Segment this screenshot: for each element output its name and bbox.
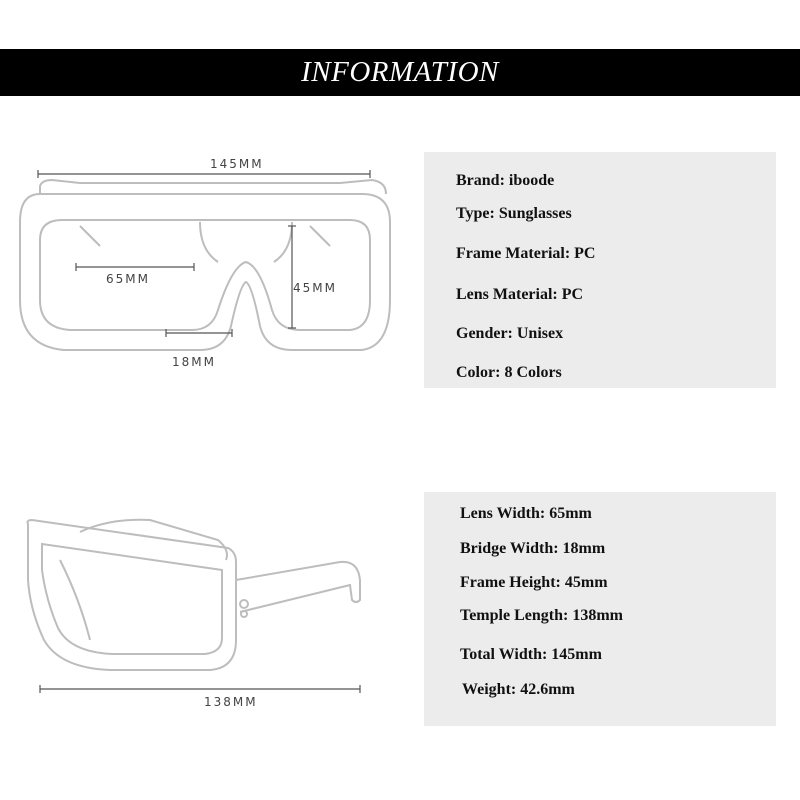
spec-lens-material: Lens Material: PC — [456, 286, 584, 303]
spec-weight: Weight: 42.6mm — [462, 681, 575, 698]
front-view-dimensions — [37, 170, 371, 337]
spec-type: Type: Sunglasses — [456, 205, 572, 222]
lens-width-label: 65MM — [106, 272, 150, 286]
bridge-width-label: 18MM — [172, 355, 216, 369]
spec-brand: Brand: iboode — [456, 172, 555, 189]
total-width-label: 145MM — [210, 157, 264, 171]
spec-frame-material: Frame Material: PC — [456, 245, 596, 262]
spec-gender: Gender: Unisex — [456, 325, 564, 342]
spec-panel-general: Brand: iboode Type: Sunglasses Frame Mat… — [424, 152, 776, 388]
spec-temple-length: Temple Length: 138mm — [460, 607, 623, 624]
frame-height-label: 45MM — [293, 281, 337, 295]
spec-panel-dimensions: Lens Width: 65mm Bridge Width: 18mm Fram… — [424, 492, 776, 726]
spec-bridge-width: Bridge Width: 18mm — [460, 540, 606, 557]
spec-total-width: Total Width: 145mm — [460, 646, 602, 663]
information-banner: INFORMATION — [0, 49, 800, 96]
spec-frame-height: Frame Height: 45mm — [460, 574, 608, 591]
temple-length-label: 138MM — [204, 695, 258, 709]
spec-color: Color: 8 Colors — [456, 364, 562, 381]
side-view-dimensions — [39, 685, 361, 693]
side-view-glasses — [26, 518, 361, 671]
banner-title: INFORMATION — [301, 56, 499, 88]
spec-lens-width: Lens Width: 65mm — [460, 505, 592, 522]
